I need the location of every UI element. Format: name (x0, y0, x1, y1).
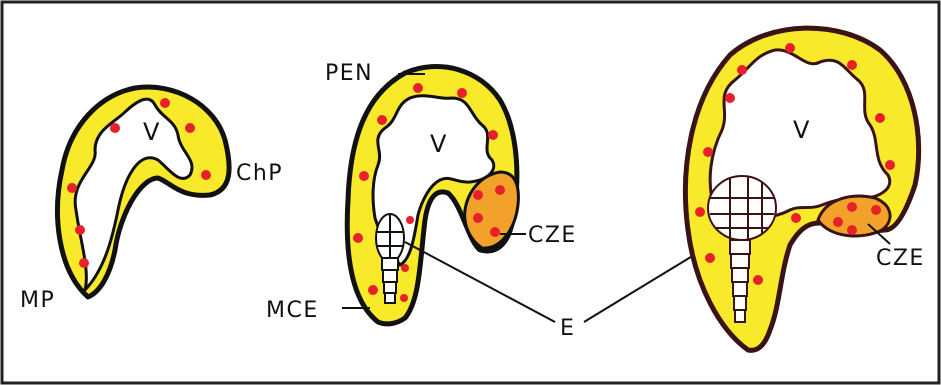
dot (160, 98, 170, 108)
dot (791, 213, 801, 223)
dot (753, 275, 763, 285)
dot (737, 65, 747, 75)
label-mce: MCE (266, 298, 319, 323)
dot (473, 190, 483, 200)
dot (473, 213, 483, 223)
dot (725, 93, 735, 103)
dot (490, 227, 500, 237)
label-ventricle-right: V (793, 116, 810, 144)
dot (457, 88, 467, 98)
dot (785, 43, 795, 53)
dot (847, 202, 857, 212)
dot (833, 217, 843, 227)
dot (875, 113, 885, 123)
label-cze-right: CZE (876, 246, 925, 271)
dot (110, 123, 120, 133)
label-choroid-plexus: ChP (236, 161, 283, 186)
dot (67, 183, 77, 193)
dot (75, 225, 85, 235)
label-cze-middle: CZE (528, 223, 577, 248)
dot (705, 253, 715, 263)
dot (400, 294, 408, 302)
dot (703, 147, 713, 157)
dot (353, 233, 363, 243)
label-ventricle-middle: V (430, 130, 447, 158)
label-medial-pallium: MP (20, 288, 55, 313)
dot (695, 207, 705, 217)
dot (885, 160, 895, 170)
label-embryo: E (560, 316, 575, 341)
dot (413, 83, 423, 93)
dot (847, 60, 857, 70)
dot (495, 185, 505, 195)
dot (185, 123, 195, 133)
dot (368, 285, 378, 295)
dot (201, 170, 211, 180)
dot (871, 205, 881, 215)
dot (847, 225, 857, 235)
label-pen: PEN (325, 61, 373, 86)
dot (406, 216, 414, 224)
label-ventricle-left: V (143, 118, 160, 146)
dot (401, 264, 409, 272)
dot (79, 258, 89, 268)
dot (488, 130, 498, 140)
dot (377, 115, 387, 125)
dot (359, 171, 369, 181)
